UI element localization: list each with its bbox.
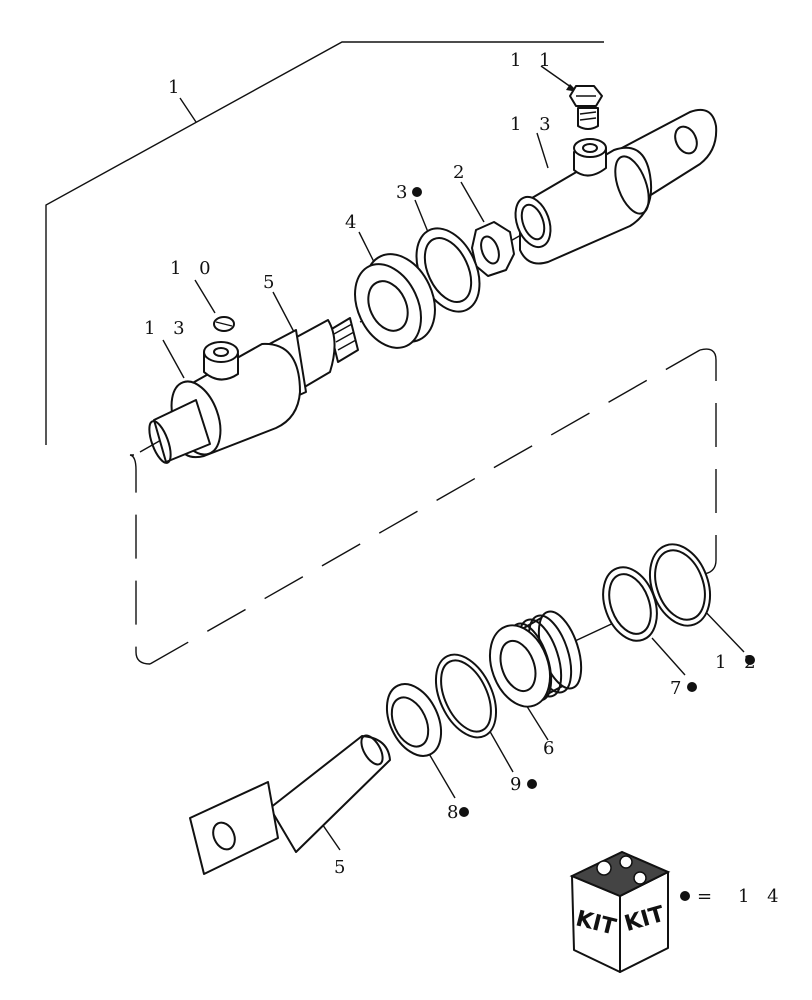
kit-bullets [412, 187, 755, 817]
gland-4 [354, 253, 436, 349]
kit-equals: = [697, 886, 718, 907]
callout-13-left: 1 3 [144, 318, 191, 339]
callout-7: 7 [670, 678, 687, 699]
callout-11: 1 1 [510, 50, 557, 71]
kit-legend: KIT KIT = 1 4 [569, 850, 785, 973]
o-ring-12 [649, 543, 711, 627]
assembly-bracket [45, 41, 604, 445]
callout-5-top: 5 [263, 272, 280, 293]
callout-1: 1 [168, 77, 185, 98]
hex-nut [471, 221, 515, 277]
callout-3: 3 [396, 182, 413, 203]
callout-10: 1 0 [170, 258, 217, 279]
kit-ref-14: 1 4 [738, 886, 785, 907]
cylinder-end-left [148, 341, 301, 464]
callout-13-right: 1 3 [510, 114, 557, 135]
wiper-seal-8 [385, 683, 443, 757]
piston-6 [489, 610, 583, 708]
callout-8: 8 [447, 802, 464, 823]
kit-box-icon: KIT KIT [569, 850, 671, 973]
callout-4: 4 [345, 212, 362, 233]
clevis-end-right [514, 108, 718, 265]
callout-labels: 1 1 1 1 3 2 3 4 1 0 5 1 3 1 2 7 6 9 8 5 [144, 50, 762, 878]
piston-rod-lower [189, 734, 391, 875]
bolt [569, 85, 603, 130]
kit-bullet-legend [680, 891, 690, 901]
callout-5-bottom: 5 [334, 857, 351, 878]
grease-fitting [213, 316, 235, 332]
callout-2: 2 [453, 162, 470, 183]
callout-12: 1 2 [715, 652, 762, 673]
callout-6: 6 [543, 738, 560, 759]
seal-9 [434, 653, 498, 739]
backup-ring-7 [602, 566, 658, 642]
callout-9: 9 [510, 774, 527, 795]
